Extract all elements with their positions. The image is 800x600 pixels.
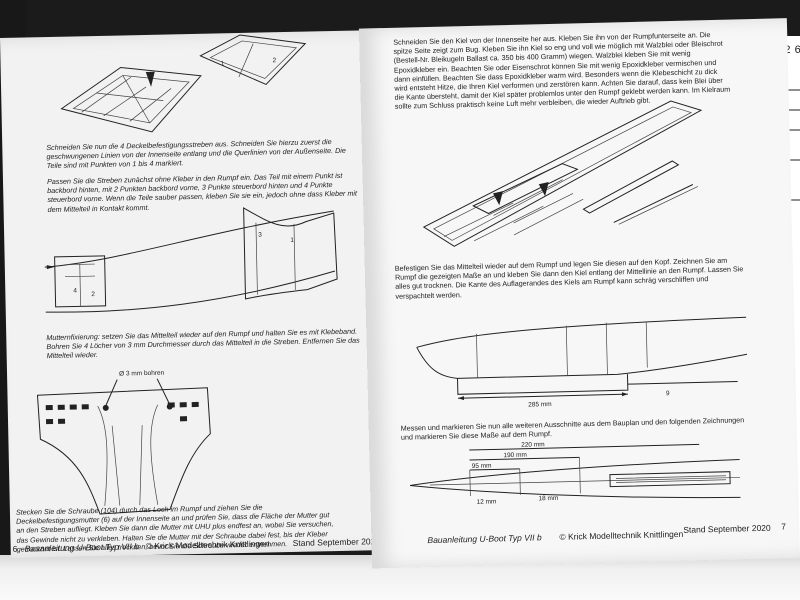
drill-callout: Ø 3 mm bohren	[119, 370, 165, 378]
hull-top-figure: 220 mm 190 mm 95 mm 12 mm 18 mm	[410, 441, 741, 506]
svg-text:4: 4	[73, 287, 77, 294]
right-footer-title: Bauanleitung U-Boot Typ VII b	[427, 532, 542, 546]
hull-section-figure: Ø 3 mm bohren	[36, 370, 211, 515]
right-paragraph-3: Messen und markieren Sie nun alle weiter…	[400, 415, 745, 442]
left-page: 1 2 Schneiden Sie nun die 4 Deckelbefest…	[0, 29, 403, 558]
svg-text:1: 1	[290, 237, 294, 244]
dim-95: 95 mm	[472, 463, 492, 470]
keel-figure	[422, 100, 703, 247]
svg-text:2: 2	[91, 291, 95, 298]
dim-220: 220 mm	[521, 441, 545, 449]
right-paragraph-2: Befestigen Sie das Mittelteil wieder auf…	[394, 255, 744, 301]
svg-text:3: 3	[258, 232, 262, 239]
svg-text:1: 1	[221, 60, 225, 67]
left-footer-title: Bauanleitung U-Boot Typ VII b	[24, 541, 139, 554]
left-paragraph-1: Schneiden Sie nun die 4 Deckelbefestigun…	[46, 137, 346, 171]
hull-struts-figure: 3 1 4 2	[44, 207, 338, 313]
right-page-number: 7	[781, 521, 787, 532]
dim-12: 12 mm	[476, 498, 496, 505]
dim-9: 9	[666, 390, 670, 397]
left-footer-date: Stand September 2020	[292, 536, 381, 548]
left-page-number: 6	[12, 543, 18, 554]
right-page: Schneiden Sie den Kiel von der Innenseit…	[358, 18, 800, 569]
deck-struts-figure: 1 2	[60, 34, 307, 133]
right-footer-date: Stand September 2020	[683, 522, 771, 535]
dim-18: 18 mm	[538, 495, 558, 502]
dim-190: 190 mm	[503, 452, 527, 460]
dim-285: 285 mm	[528, 401, 552, 409]
left-footer-copyright: © Krick Modelltechnik Knittlingen	[145, 538, 270, 552]
svg-text:2: 2	[272, 57, 276, 64]
right-footer-copyright: © Krick Modelltechnik Knittlingen	[559, 528, 684, 542]
left-paragraph-3: Mutternfixierung: setzen Sie das Mittelt…	[46, 326, 360, 361]
hull-side-figure: 285 mm 9	[416, 316, 748, 409]
